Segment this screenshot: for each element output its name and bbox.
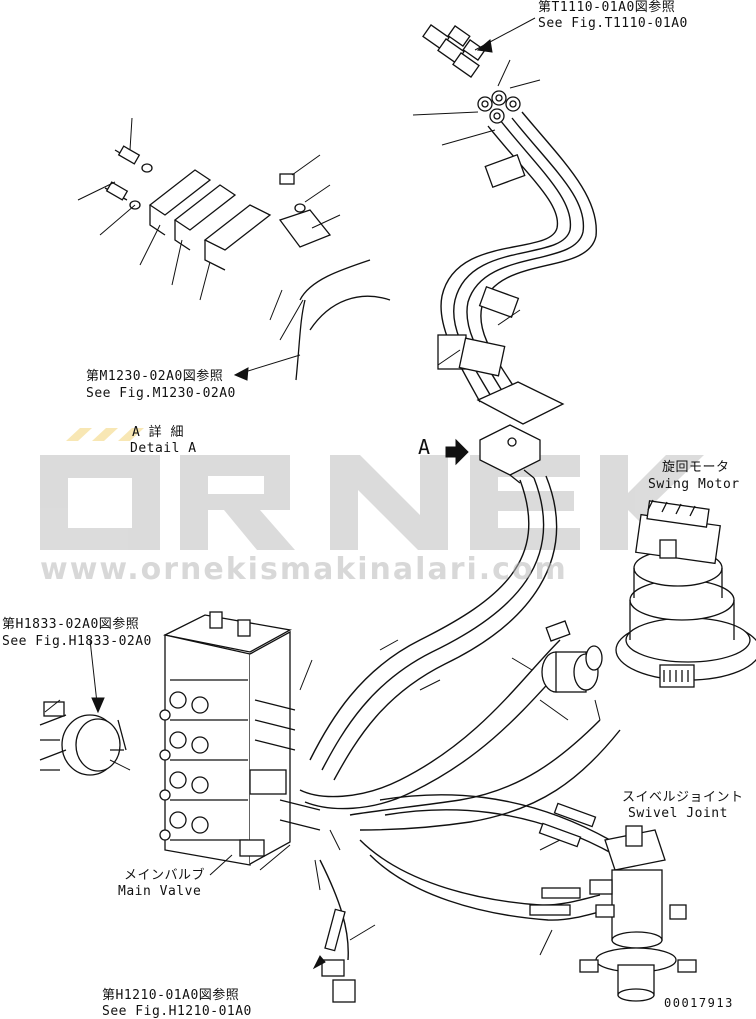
ref-h1833-en: See Fig.H1833-02A0 [2, 634, 152, 649]
top-fittings [422, 24, 526, 188]
ref-h1210-en: See Fig.H1210-01A0 [102, 1004, 252, 1019]
watermark-url: www.ornekismakinalari.com [40, 552, 568, 587]
left-assembly [39, 701, 127, 776]
view-a-arrow [445, 438, 469, 466]
hose-coupling [541, 620, 603, 693]
arrow-h1833 [91, 697, 105, 714]
bracket-detail [104, 145, 391, 381]
ref-t1110-en: See Fig.T1110-01A0 [538, 16, 688, 31]
leader-lines [44, 17, 601, 956]
ref-t1110-ja: 第T1110-01A0図参照 [538, 0, 676, 15]
ref-h1210-ja: 第H1210-01A0図参照 [102, 988, 240, 1003]
ref-m1230-ja: 第M1230-02A0図参照 [86, 369, 224, 384]
swivel-joint-en: Swivel Joint [628, 806, 728, 821]
swivel-fittings [321, 802, 597, 1003]
arrow-m1230 [233, 367, 249, 381]
arrow-t1110 [476, 39, 493, 53]
swivel-joint [579, 825, 697, 1002]
view-a-label: A [418, 435, 431, 459]
hose-bundle-main [299, 475, 621, 961]
swing-motor [615, 499, 756, 688]
detail-a-ja: A 詳 細 [132, 425, 184, 440]
swing-motor-ja: 旋回モータ [662, 460, 730, 475]
detail-a-en: Detail A [130, 441, 197, 456]
drawing-number: 00017913 [664, 996, 734, 1010]
main-valve [159, 611, 321, 866]
swing-motor-en: Swing Motor [648, 477, 740, 492]
arrows [91, 39, 493, 970]
arrow-h1210 [312, 955, 326, 970]
hose-clamps [437, 285, 565, 484]
ref-h1833-ja: 第H1833-02A0図参照 [2, 617, 140, 632]
main-valve-ja: メインバルブ [124, 868, 206, 883]
main-valve-en: Main Valve [118, 884, 202, 899]
swivel-joint-ja: スイベルジョイント [622, 790, 744, 805]
ref-m1230-en: See Fig.M1230-02A0 [86, 386, 236, 401]
